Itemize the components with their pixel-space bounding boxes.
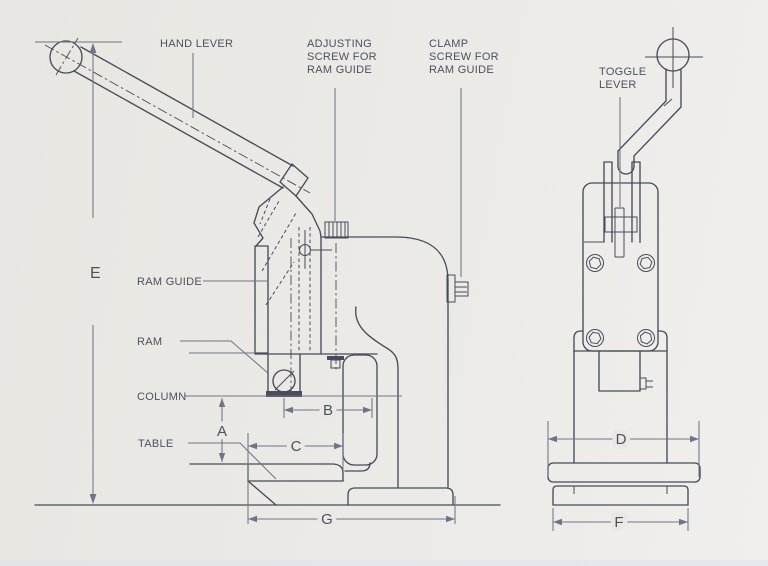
scan-bottom-strip: [0, 560, 768, 566]
